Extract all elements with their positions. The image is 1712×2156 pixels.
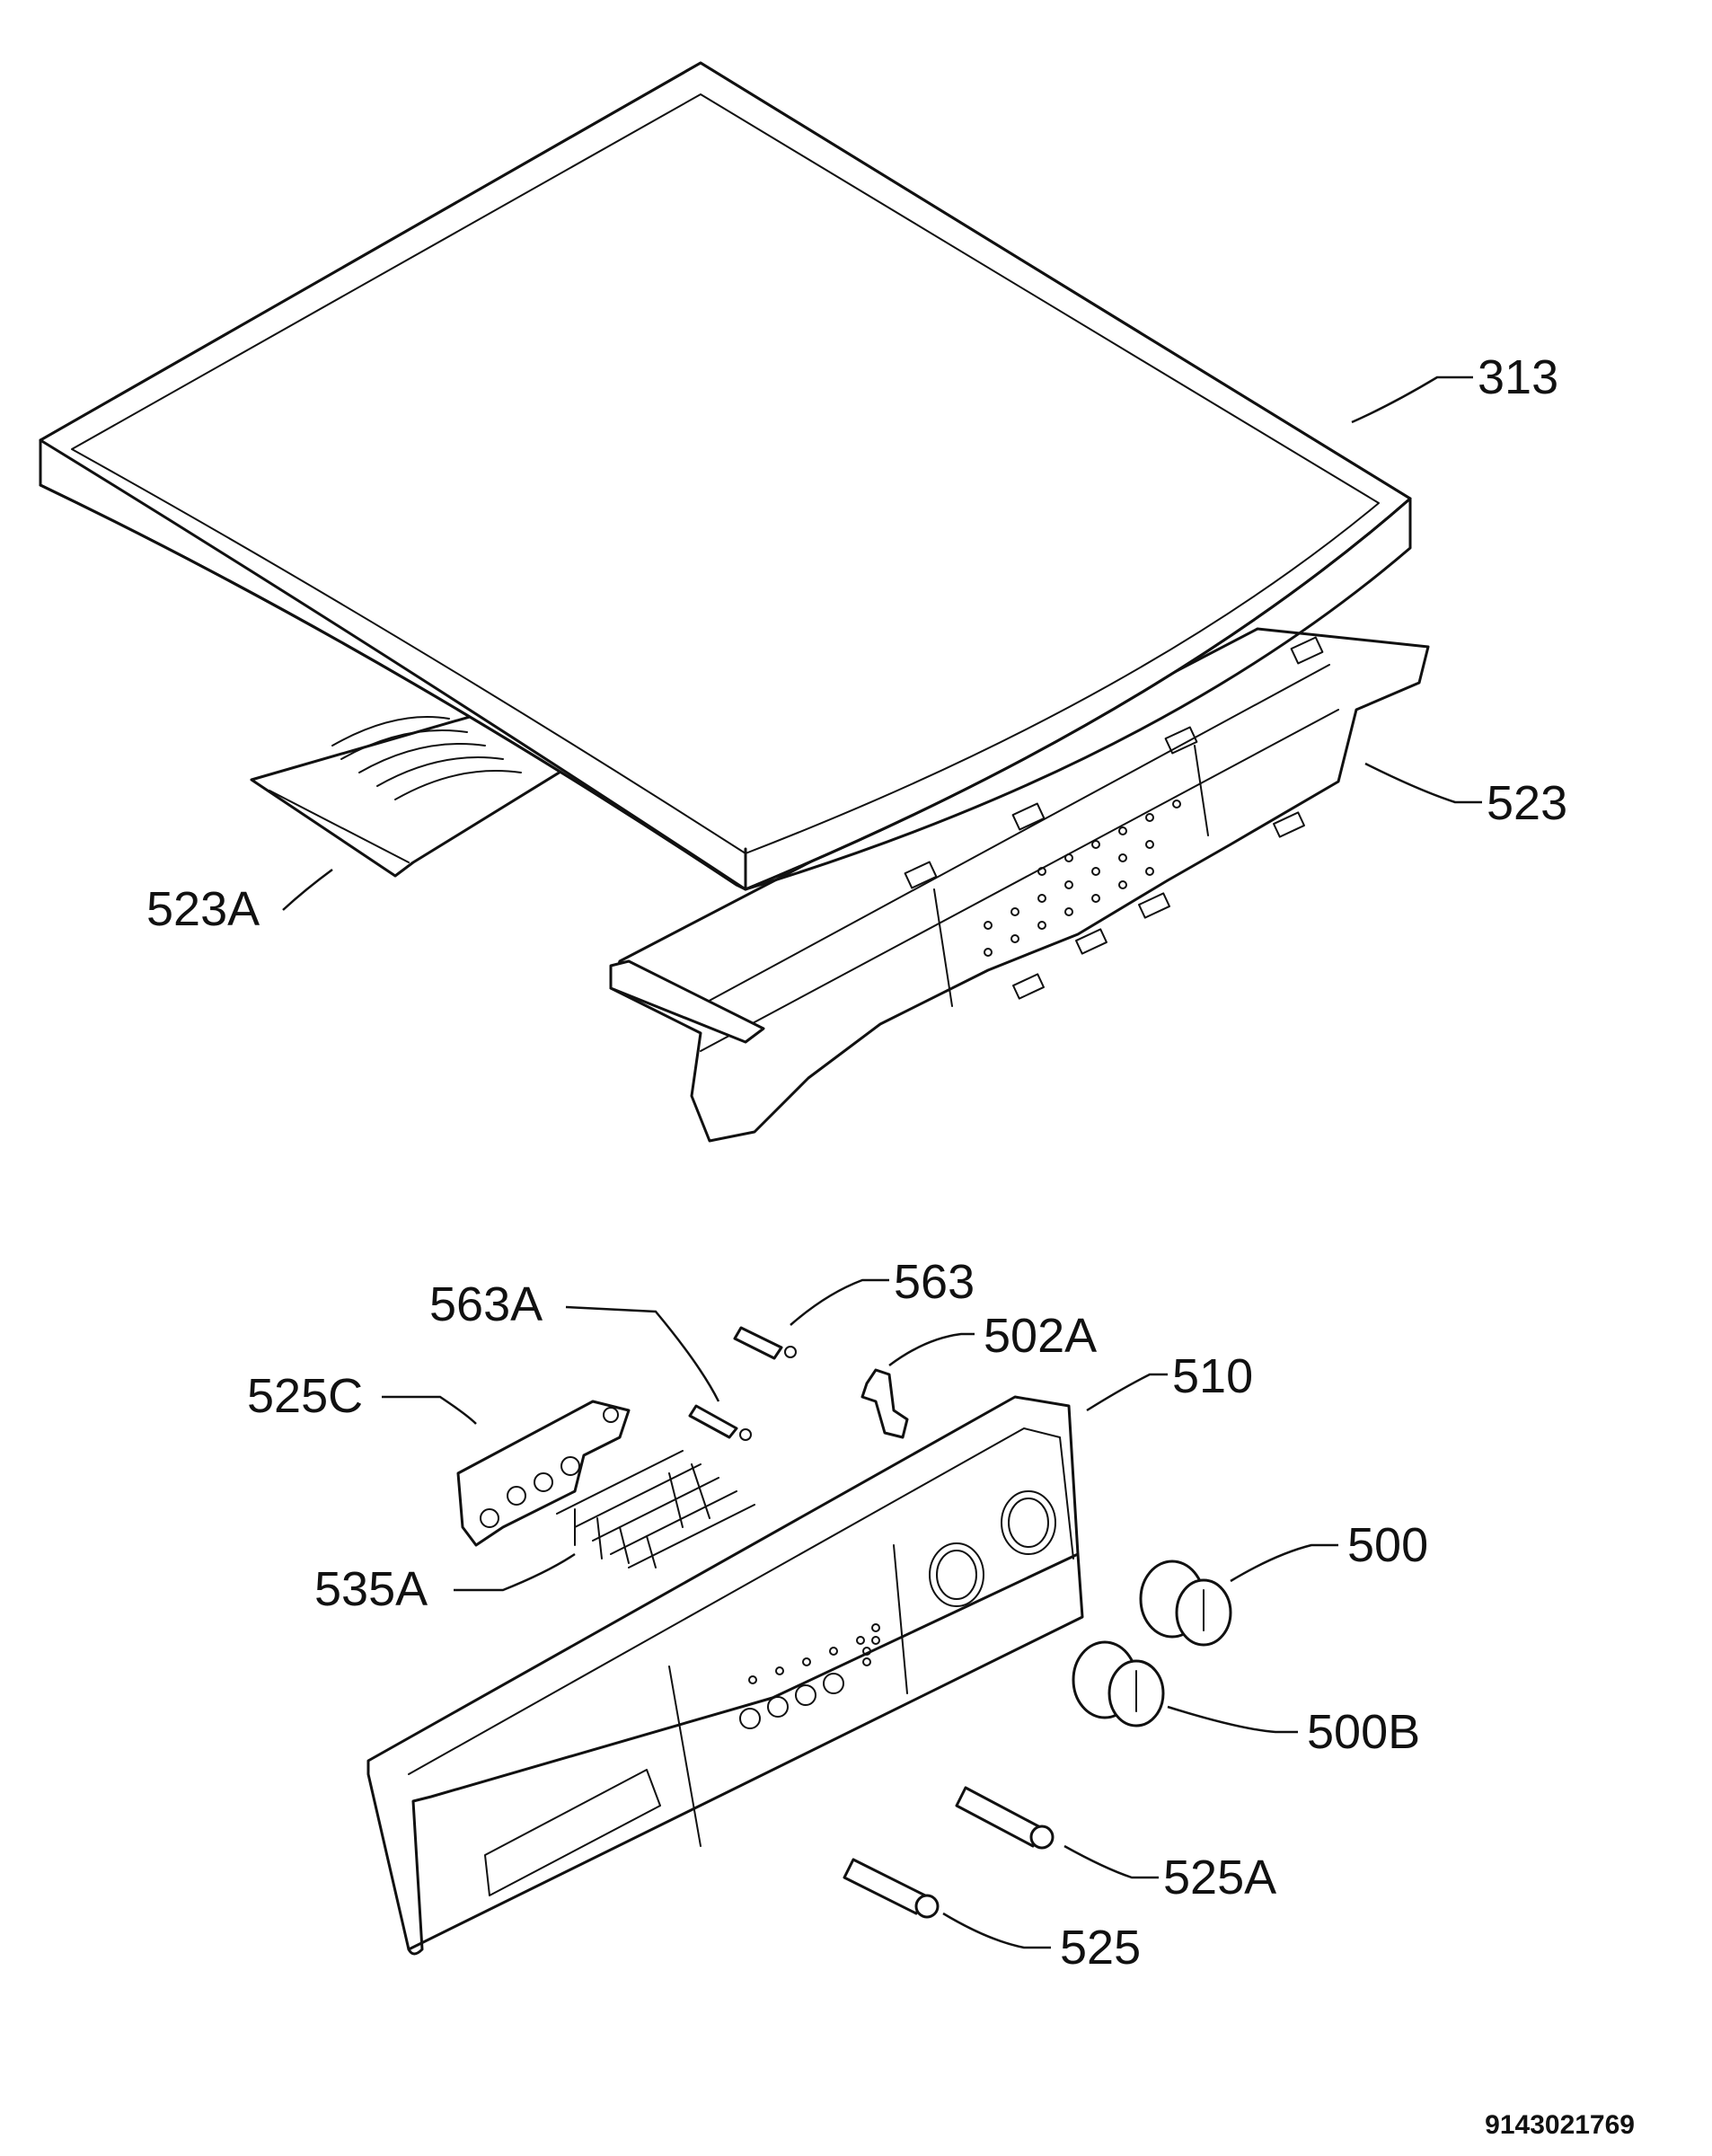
part-525C-bracket xyxy=(456,1400,631,1547)
vent-holes xyxy=(984,800,1181,957)
callout-523: 523 xyxy=(1487,776,1567,830)
drawing-code: 9143021769 xyxy=(1485,2110,1635,2140)
callout-500: 500 xyxy=(1347,1518,1428,1572)
part-563-pin xyxy=(733,1326,797,1360)
part-525A-rod xyxy=(955,1786,1055,1850)
callout-525: 525 xyxy=(1060,1921,1141,1975)
callout-525A: 525A xyxy=(1163,1851,1276,1904)
part-502A-lever xyxy=(860,1368,909,1439)
part-500B-knob xyxy=(1072,1640,1165,1727)
callout-563A: 563A xyxy=(429,1277,543,1331)
part-313-lid xyxy=(39,61,1412,891)
callout-510: 510 xyxy=(1172,1349,1253,1403)
part-510-control-panel xyxy=(366,1395,1084,1956)
part-535A-pins xyxy=(556,1450,755,1568)
callout-563: 563 xyxy=(894,1255,975,1309)
part-525-rod xyxy=(843,1858,940,1919)
callout-313: 313 xyxy=(1478,350,1558,404)
part-500-knob xyxy=(1139,1560,1232,1647)
callout-535A: 535A xyxy=(314,1562,428,1616)
callout-502A: 502A xyxy=(984,1309,1097,1363)
part-563A-pin xyxy=(688,1404,752,1441)
part-523-frame xyxy=(609,627,1430,1143)
callout-523A: 523A xyxy=(146,882,260,936)
callout-500B: 500B xyxy=(1307,1705,1420,1759)
callout-525C: 525C xyxy=(247,1369,363,1423)
leader-lines xyxy=(282,376,1482,1949)
